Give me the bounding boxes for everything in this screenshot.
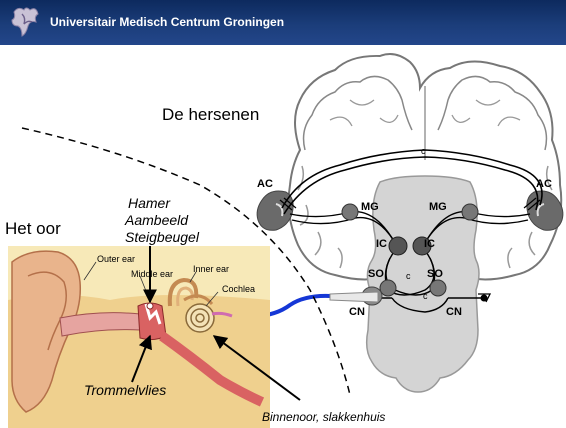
auditory-cortex-left xyxy=(257,191,293,230)
label-ac-left: AC xyxy=(257,178,273,190)
label-oor: Het oor xyxy=(5,219,61,239)
label-c-mid: c xyxy=(406,271,411,281)
label-binnenoor: Binnenoor, slakkenhuis xyxy=(262,410,385,424)
label-outer-ear: Outer ear xyxy=(97,254,135,264)
label-c-top: c xyxy=(421,146,426,156)
label-hamer: Hamer xyxy=(128,195,170,211)
label-steigbeugel: Steigbeugel xyxy=(125,229,199,245)
nerve-entry xyxy=(330,292,378,302)
label-ic-left: IC xyxy=(376,238,387,250)
label-mg-right: MG xyxy=(429,201,447,213)
label-mg-left: MG xyxy=(361,201,379,213)
label-cn-right: CN xyxy=(446,306,462,318)
label-middle-ear: Middle ear xyxy=(131,269,173,279)
label-ac-right: AC xyxy=(536,178,552,190)
label-ic-right: IC xyxy=(424,238,435,250)
label-inner-ear: Inner ear xyxy=(193,264,229,274)
label-aambeeld: Aambeeld xyxy=(125,212,188,228)
label-cochlea: Cochlea xyxy=(222,284,255,294)
label-cn-left: CN xyxy=(349,306,365,318)
label-so-left: SO xyxy=(368,268,384,280)
label-trommelvlies: Trommelvlies xyxy=(84,382,166,398)
label-so-right: SO xyxy=(427,268,443,280)
label-hersenen: De hersenen xyxy=(162,105,259,125)
label-c-low: c xyxy=(423,291,428,301)
